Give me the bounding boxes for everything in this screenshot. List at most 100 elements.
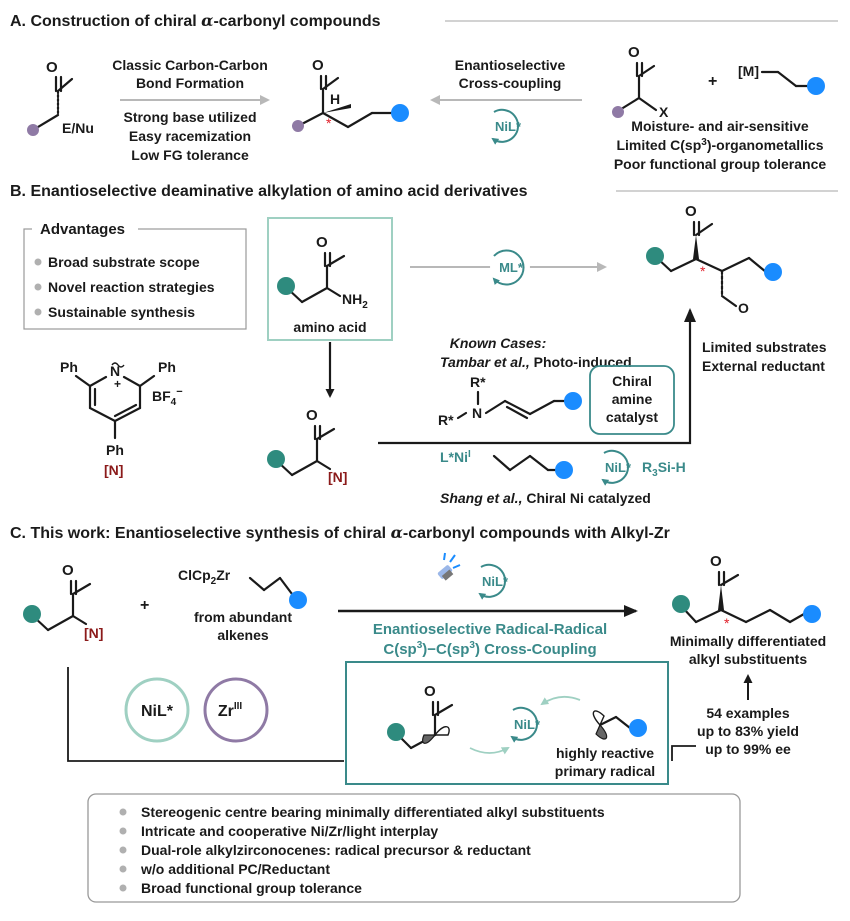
pyridinium-salt: N + Ph Ph Ph BF4− [N] <box>60 359 183 478</box>
stereocenter-star: * <box>326 115 332 131</box>
from-abundant-1: from abundant <box>194 609 292 625</box>
organometallic-reagent: [M] <box>738 63 825 95</box>
classic-cc-label-2: Bond Formation <box>136 75 244 91</box>
stats-examples: 54 examples <box>706 705 789 721</box>
limited-substrates: Limited substrates <box>702 339 827 355</box>
tambar-line: Tambar et al., Photo-induced <box>440 354 632 370</box>
nil-catalyst-cycle-a: NiL* <box>491 108 522 145</box>
reaction-title-2: C(sp3)−C(sp3) Cross-Coupling <box>383 640 596 658</box>
ph-left: Ph <box>60 359 78 375</box>
metal-label: [M] <box>738 63 759 79</box>
radical-orbital <box>433 726 450 736</box>
section-a-title: A. Construction of chiral α-carbonyl com… <box>10 11 381 30</box>
nil-catalyst-cycle-box: NiL* <box>510 706 541 743</box>
plus-sign: + <box>140 597 149 614</box>
plus-charge: + <box>114 377 121 391</box>
stats-ee: up to 99% ee <box>705 741 791 757</box>
ph-right: Ph <box>158 359 176 375</box>
svg-text:NiL*: NiL* <box>605 460 632 475</box>
substituent-dot <box>292 120 304 132</box>
external-reductant: External reductant <box>702 358 825 374</box>
highly-reactive-1: highly reactive <box>556 745 654 761</box>
substituent-dot <box>612 106 624 118</box>
mechanism-box: O NiL* highly reactive primary radical <box>345 661 669 785</box>
primary-radical-orbital <box>592 710 605 727</box>
blue-substituent-dot <box>764 263 782 281</box>
nil-catalyst-cycle-b: NiL* <box>601 449 632 486</box>
svg-text:amine: amine <box>612 391 653 407</box>
svg-text:N: N <box>110 363 120 379</box>
svg-text:O: O <box>306 407 318 424</box>
nil-catalyst-circle: NiL* <box>124 677 190 743</box>
feature-2: Intricate and cooperative Ni/Zr/light in… <box>141 823 438 839</box>
blue-substituent-dot <box>564 392 582 410</box>
n-bracket-label: [N] <box>104 462 123 478</box>
activated-substrate-c: O [N] <box>23 562 103 641</box>
advantage-2: Novel reaction strategies <box>48 279 215 295</box>
teal-substituent-dot <box>23 605 41 623</box>
activated-substrate: O [N] <box>267 407 347 485</box>
svg-text:Chiral: Chiral <box>612 373 652 389</box>
feature-4: w/o additional PC/Reductant <box>140 861 330 877</box>
svg-text:NiL*: NiL* <box>514 717 541 732</box>
nh2-group: NH2 <box>342 291 368 311</box>
substituent-dot <box>27 124 39 136</box>
feature-1: Stereogenic centre bearing minimally dif… <box>141 804 605 820</box>
chiral-product-a: O H * <box>292 57 409 132</box>
section-c-title: C. This work: Enantioselective synthesis… <box>10 523 670 542</box>
left-note-3: Low FG tolerance <box>131 147 249 163</box>
teal-substituent-dot <box>387 723 405 741</box>
main-arrow-b <box>378 308 696 445</box>
cross-coupling-label: Cross-coupling <box>459 75 562 91</box>
blue-substituent-dot <box>629 719 647 737</box>
section-b: B. Enantioselective deaminative alkylati… <box>10 183 838 506</box>
chiral-amine-catalyst-box: Chiral amine catalyst <box>589 365 675 435</box>
teal-substituent-dot <box>646 247 664 265</box>
alkylzirconocene-reagent: ClCp2Zr <box>178 567 307 609</box>
from-abundant-2: alkenes <box>217 627 269 643</box>
highly-reactive-2: primary radical <box>555 763 655 779</box>
alkyl-nickel-reagent: L*NiI <box>440 449 573 479</box>
svg-text:O: O <box>62 562 74 579</box>
svg-text:catalyst: catalyst <box>606 409 658 425</box>
n-bracket-label: [N] <box>328 469 347 485</box>
feature-3: Dual-role alkylzirconocenes: radical pre… <box>141 842 531 858</box>
svg-text:O: O <box>685 203 697 220</box>
stereocenter-star: * <box>700 263 706 279</box>
section-a: A. Construction of chiral α-carbonyl com… <box>10 11 838 172</box>
right-note-2: Limited C(sp3)-organometallics <box>616 137 823 153</box>
svg-text:N: N <box>472 405 482 421</box>
svg-text:O: O <box>710 553 722 570</box>
blue-substituent-dot <box>391 104 409 122</box>
feature-5: Broad functional group tolerance <box>141 880 362 896</box>
ml-label: ML* <box>499 260 524 275</box>
enantioselective-label: Enantioselective <box>455 57 566 73</box>
bf4-counterion: BF4− <box>152 386 183 408</box>
right-note-3: Poor functional group tolerance <box>614 156 827 172</box>
svg-text:O: O <box>316 234 328 251</box>
section-b-title: B. Enantioselective deaminative alkylati… <box>10 183 528 200</box>
advantages-box: Advantages Broad substrate scope Novel r… <box>23 220 247 330</box>
n-bracket-label: [N] <box>84 625 103 641</box>
left-note-1: Strong base utilized <box>123 109 256 125</box>
known-cases-label: Known Cases: <box>450 335 546 351</box>
section-c: C. This work: Enantioselective synthesis… <box>10 523 826 903</box>
ph-bottom: Ph <box>106 442 124 458</box>
product-note-1: Minimally differentiated <box>670 633 826 649</box>
svg-text:O: O <box>738 300 749 316</box>
chiral-product-c: O * <box>672 553 821 631</box>
blue-substituent-dot <box>807 77 825 95</box>
product-b: O O * <box>646 203 782 316</box>
stats-bracket <box>671 745 696 761</box>
svg-text:R*: R* <box>470 374 486 390</box>
features-box: Stereogenic centre bearing minimally dif… <box>87 793 741 903</box>
chiral-enamine: R* N R* <box>438 374 582 428</box>
advantage-3: Sustainable synthesis <box>48 304 195 320</box>
advantage-1: Broad substrate scope <box>48 254 200 270</box>
teal-substituent-dot <box>267 450 285 468</box>
blue-led-icon <box>437 552 461 581</box>
halide-x: X <box>659 104 669 120</box>
amino-acid-box: O NH2 amino acid <box>267 217 393 341</box>
zr-reagent-label: ClCp2Zr <box>178 567 231 587</box>
